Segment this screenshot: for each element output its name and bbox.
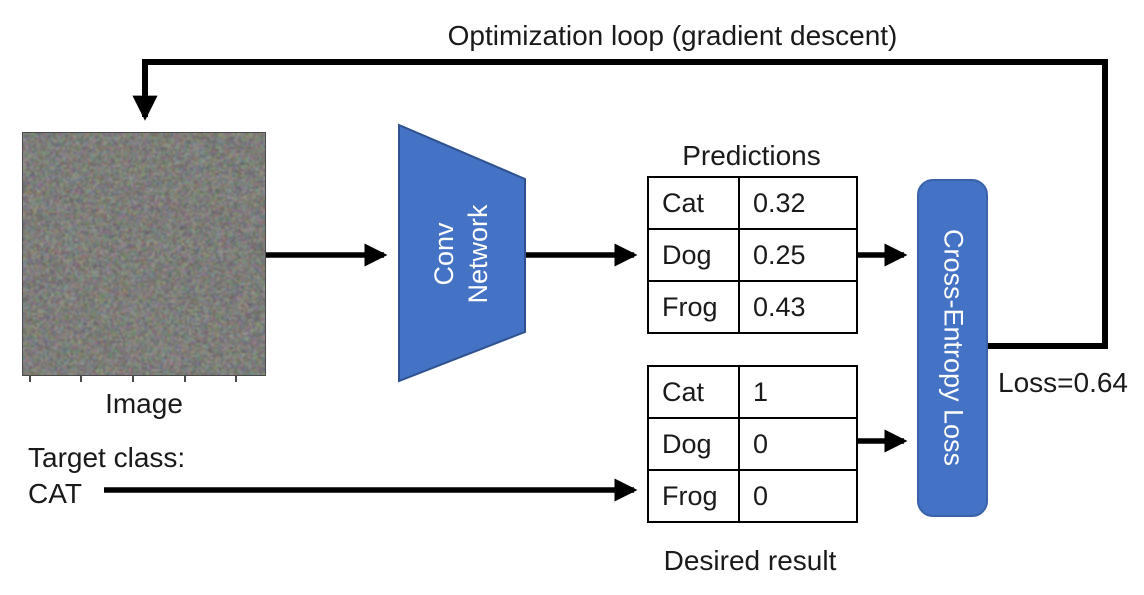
cross-entropy-loss-label: Cross-Entropy Loss [918, 179, 989, 517]
table-row: Dog 0.25 [648, 229, 857, 281]
desired-result-table: Cat 1 Dog 0 Frog 0 [647, 365, 858, 523]
predictions-title: Predictions [647, 138, 856, 174]
class-name-cell: Dog [648, 418, 739, 470]
desired-result-caption: Desired result [640, 543, 860, 579]
class-score-cell: 0.43 [739, 281, 857, 333]
noise-pixels [23, 133, 265, 375]
optimization-loop-title: Optimization loop (gradient descent) [350, 18, 995, 54]
predictions-table: Cat 0.32 Dog 0.25 Frog 0.43 [647, 176, 858, 334]
conv-network-label: Conv Network [417, 104, 507, 404]
table-row: Frog 0.43 [648, 281, 857, 333]
class-score-cell: 0 [739, 418, 857, 470]
input-noise-image [22, 132, 266, 376]
class-name-cell: Dog [648, 229, 739, 281]
loss-value-label: Loss=0.64 [998, 365, 1144, 401]
image-label: Image [23, 386, 265, 422]
class-score-cell: 0.25 [739, 229, 857, 281]
class-name-cell: Frog [648, 470, 739, 522]
table-row: Dog 0 [648, 418, 857, 470]
target-class-label: Target class: CAT [28, 440, 288, 512]
class-name-cell: Frog [648, 281, 739, 333]
class-score-cell: 0 [739, 470, 857, 522]
table-row: Cat 0.32 [648, 177, 857, 229]
image-axis-ticks [30, 375, 236, 382]
table-row: Frog 0 [648, 470, 857, 522]
class-score-cell: 0.32 [739, 177, 857, 229]
class-name-cell: Cat [648, 366, 739, 418]
table-row: Cat 1 [648, 366, 857, 418]
class-name-cell: Cat [648, 177, 739, 229]
class-score-cell: 1 [739, 366, 857, 418]
